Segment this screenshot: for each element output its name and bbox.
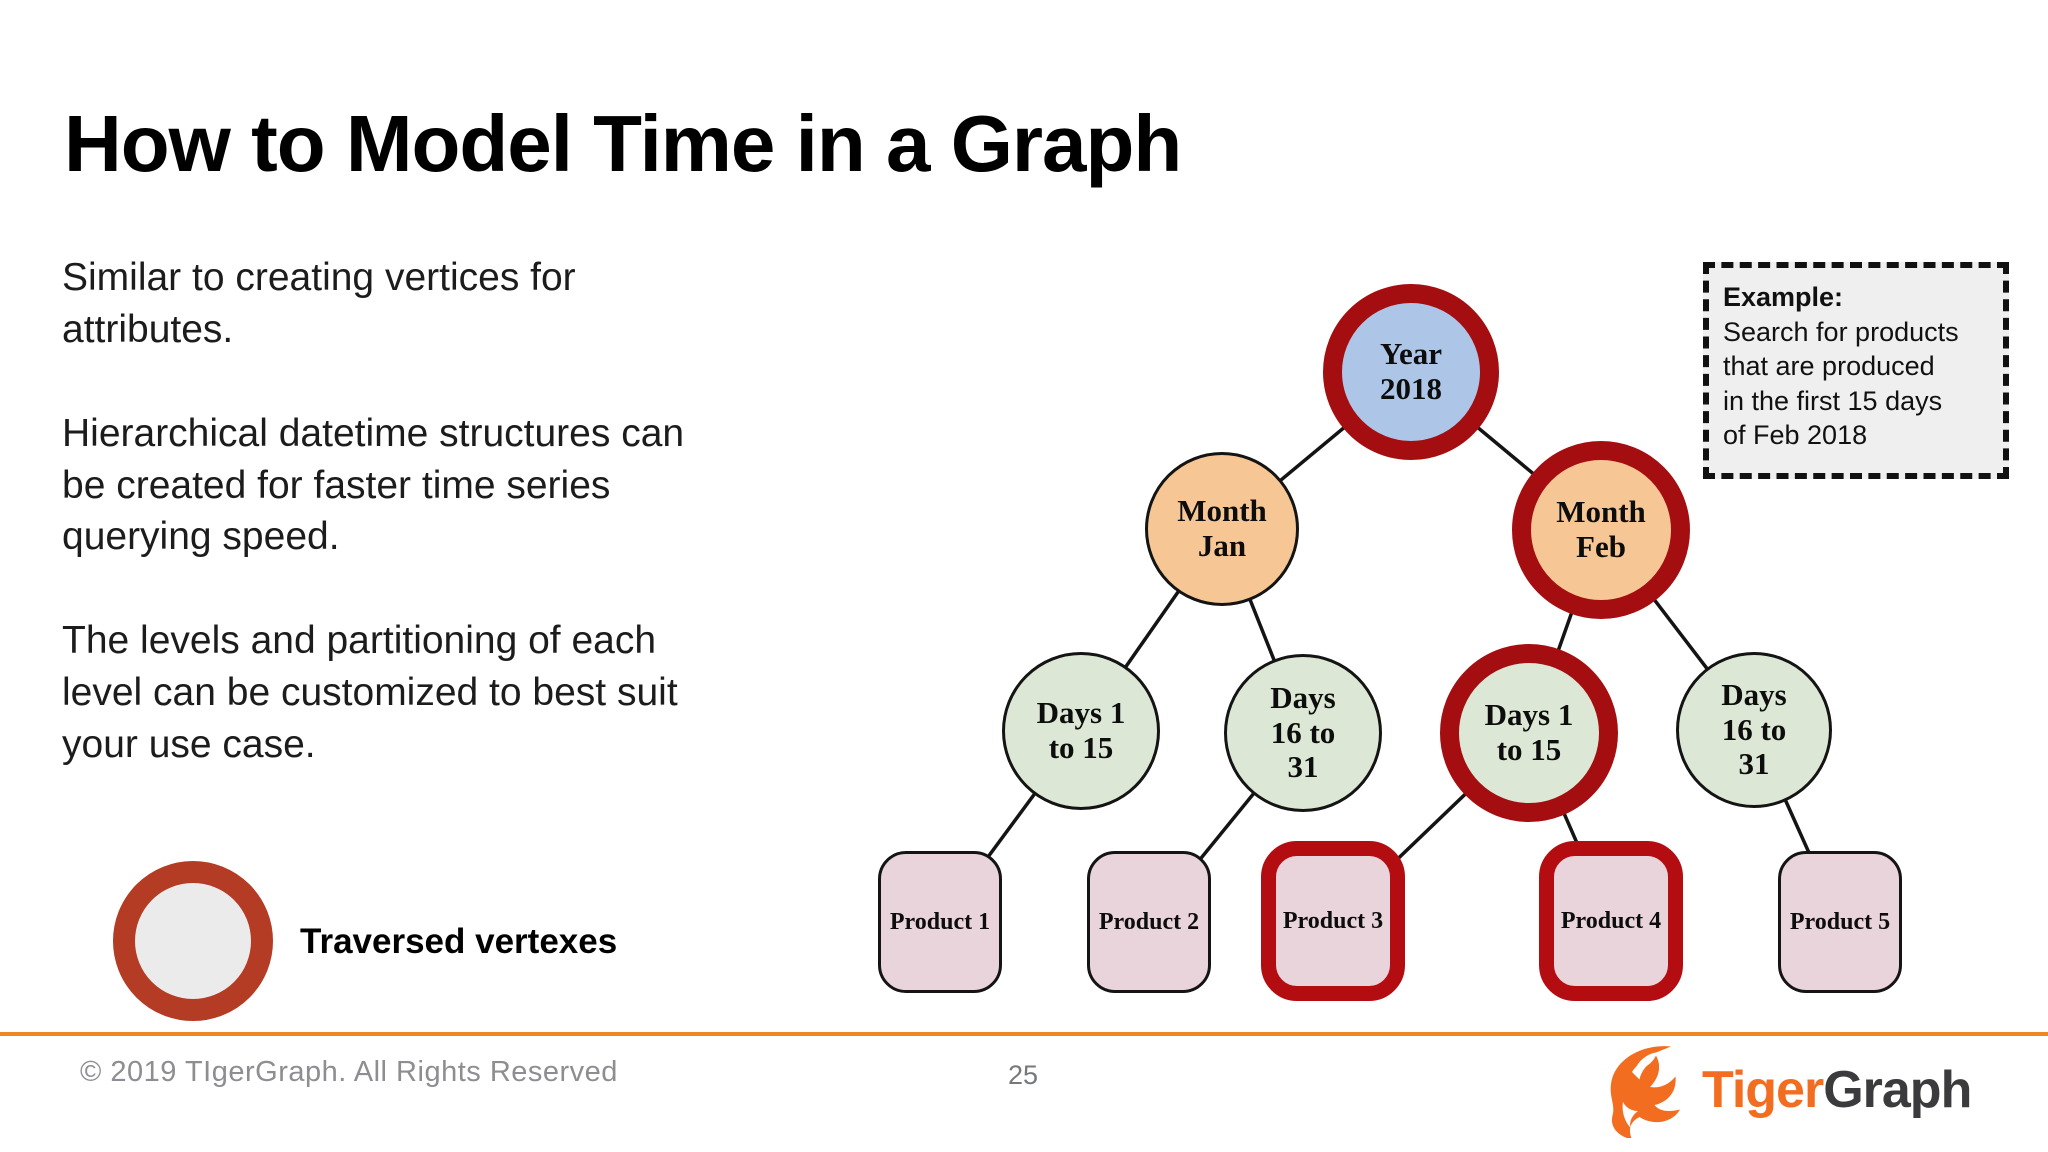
- logo-text: TigerGraph: [1702, 1060, 1972, 1120]
- example-line: that are produced: [1723, 351, 1935, 382]
- node-label: Year 2018: [1380, 336, 1442, 406]
- copyright-text: © 2019 TIgerGraph. All Rights Reserved: [80, 1056, 618, 1088]
- tigergraph-logo: TigerGraph: [1596, 1042, 1972, 1138]
- paragraph-3: The levels and partitioning of each leve…: [62, 619, 678, 767]
- node-month-jan: Month Jan: [1145, 452, 1299, 606]
- logo-text-tiger: Tiger: [1702, 1061, 1824, 1119]
- node-product-4: Product 4: [1539, 841, 1683, 1001]
- paragraph-1: Similar to creating vertices for attribu…: [62, 256, 576, 351]
- node-label: Days 16 to 31: [1270, 679, 1336, 785]
- node-label: Product 3: [1282, 907, 1384, 934]
- example-box: Example: Search for products that are pr…: [1703, 262, 2009, 479]
- traversed-vertex-icon: [113, 861, 273, 1021]
- node-label: Month Feb: [1556, 494, 1646, 564]
- example-line: in the first 15 days: [1723, 385, 1943, 416]
- slide-title: How to Model Time in a Graph: [64, 98, 1182, 188]
- legend-label: Traversed vertexes: [300, 922, 618, 961]
- tiger-head-icon: [1610, 1046, 1680, 1138]
- node-label: Days 16 to 31: [1721, 676, 1787, 782]
- footer-divider: [0, 1032, 2048, 1036]
- node-product-5: Product 5: [1778, 851, 1902, 993]
- node-days-jan-1-15: Days 1 to 15: [1002, 652, 1160, 810]
- example-line: of Feb 2018: [1723, 420, 1868, 451]
- page-number: 25: [1008, 1060, 1039, 1090]
- node-days-jan-16-31: Days 16 to 31: [1224, 654, 1382, 812]
- logo-text-graph: Graph: [1823, 1061, 1972, 1119]
- node-label: Product 4: [1560, 907, 1662, 934]
- example-line: Search for products: [1723, 316, 1959, 347]
- node-days-feb-1-15: Days 1 to 15: [1440, 644, 1618, 822]
- node-product-2: Product 2: [1087, 851, 1211, 993]
- node-product-1: Product 1: [878, 851, 1002, 993]
- node-days-feb-16-31: Days 16 to 31: [1676, 652, 1832, 808]
- node-label: Days 1 to 15: [1036, 695, 1126, 765]
- node-label: Product 5: [1789, 908, 1891, 935]
- node-label: Product 2: [1098, 908, 1200, 935]
- node-label: Days 1 to 15: [1484, 697, 1574, 767]
- node-year-2018: Year 2018: [1323, 284, 1499, 460]
- node-month-feb: Month Feb: [1512, 441, 1690, 619]
- example-heading: Example:: [1723, 282, 1844, 312]
- paragraph-2: Hierarchical datetime structures can be …: [62, 411, 685, 559]
- node-label: Product 1: [889, 908, 991, 935]
- node-label: Month Jan: [1177, 493, 1267, 563]
- body-text: Similar to creating vertices for attribu…: [62, 252, 782, 823]
- node-product-3: Product 3: [1261, 841, 1405, 1001]
